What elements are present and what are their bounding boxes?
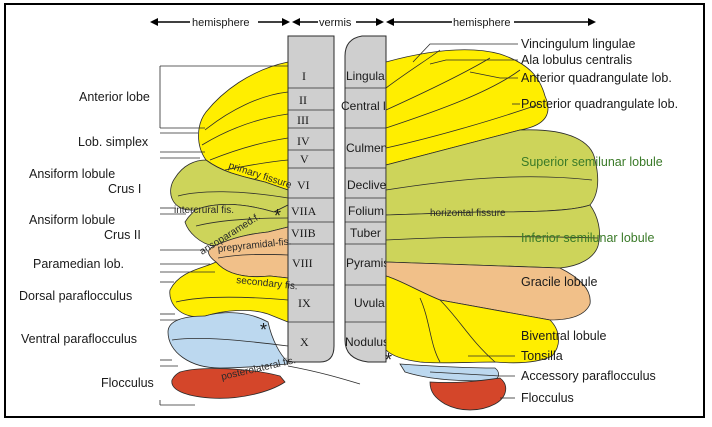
label-anterior-lobe: Anterior lobe (79, 90, 150, 104)
label-horizontal-fissure: horizontal fissure (430, 208, 506, 219)
vermis-numeral-strip (288, 36, 334, 362)
label-paramedian: Paramedian lob. (33, 257, 124, 271)
accessory-paraflocculus-region (400, 364, 499, 381)
header-right-hemisphere: hemisphere (453, 17, 510, 29)
vermis-name: Folium (348, 204, 384, 218)
label-intercrural-fissure: intercrural fis. (174, 205, 234, 216)
vermis-name: Declive (347, 178, 387, 192)
vermis-numeral: VIII (292, 256, 313, 270)
label-vincingulum: Vincingulum lingulae (521, 37, 635, 51)
label-ansiform-crus1-line2: Crus I (108, 182, 141, 196)
vermis-numeral: IX (298, 296, 311, 310)
vermis-numeral: VI (297, 178, 310, 192)
label-ansiform-crus1-line1: Ansiform lobule (29, 167, 115, 181)
vermis-numeral: III (297, 113, 309, 127)
vermis-name: Lingula (346, 69, 385, 83)
asterisk-marker: * (274, 206, 281, 226)
vermis-name: Culmen (346, 141, 387, 155)
vermis-name-strip (345, 36, 386, 362)
label-ansiform-crus2-line1: Ansiform lobule (29, 213, 115, 227)
label-gracile: Gracile lobule (521, 275, 597, 289)
vermis-name: Central l. (341, 99, 389, 113)
vermis-name: Uvula (354, 296, 385, 310)
label-dorsal-paraflocculus: Dorsal paraflocculus (19, 289, 132, 303)
vermis-name: Nodulus (345, 335, 389, 349)
label-ansiform-crus2-line2: Crus II (104, 228, 141, 242)
header-vermis: vermis (319, 17, 352, 29)
vermis-numeral: V (300, 152, 309, 166)
label-ala-centralis: Ala lobulus centralis (521, 53, 632, 67)
vermis-numeral: II (299, 93, 307, 107)
label-lob-simplex: Lob. simplex (78, 135, 149, 149)
vermis-numeral: I (302, 69, 306, 83)
right-flocculus-region (430, 378, 506, 410)
label-tonsilla: Tonsilla (521, 349, 563, 363)
ventral-paraflocculus-region (168, 313, 288, 368)
asterisk-marker: * (260, 320, 267, 340)
header: hemisphere vermis hemisphere (150, 17, 596, 29)
label-accessory-paraflocculus: Accessory paraflocculus (521, 369, 656, 383)
vermis-numeral: X (300, 335, 309, 349)
label-left-flocculus: Flocculus (101, 376, 154, 390)
label-biventral: Biventral lobule (521, 329, 607, 343)
vermis-numeral: IV (297, 134, 310, 148)
header-left-hemisphere: hemisphere (192, 17, 249, 29)
label-right-flocculus: Flocculus (521, 391, 574, 405)
label-posterior-quadrangulate: Posterior quadrangulate lob. (521, 97, 678, 111)
label-inferior-semilunar: Inferior semilunar lobule (521, 231, 654, 245)
label-ventral-paraflocculus: Ventral paraflocculus (21, 332, 137, 346)
vermis-name: Tuber (350, 226, 381, 240)
asterisk-marker: * (385, 350, 392, 370)
label-superior-semilunar: Superior semilunar lobule (521, 155, 663, 169)
vermis-numeral: VIIB (291, 226, 316, 240)
vermis-numeral: VIIA (291, 204, 317, 218)
label-anterior-quadrangulate: Anterior quadrangulate lob. (521, 71, 672, 85)
vermis-name: Pyramis (346, 256, 389, 270)
